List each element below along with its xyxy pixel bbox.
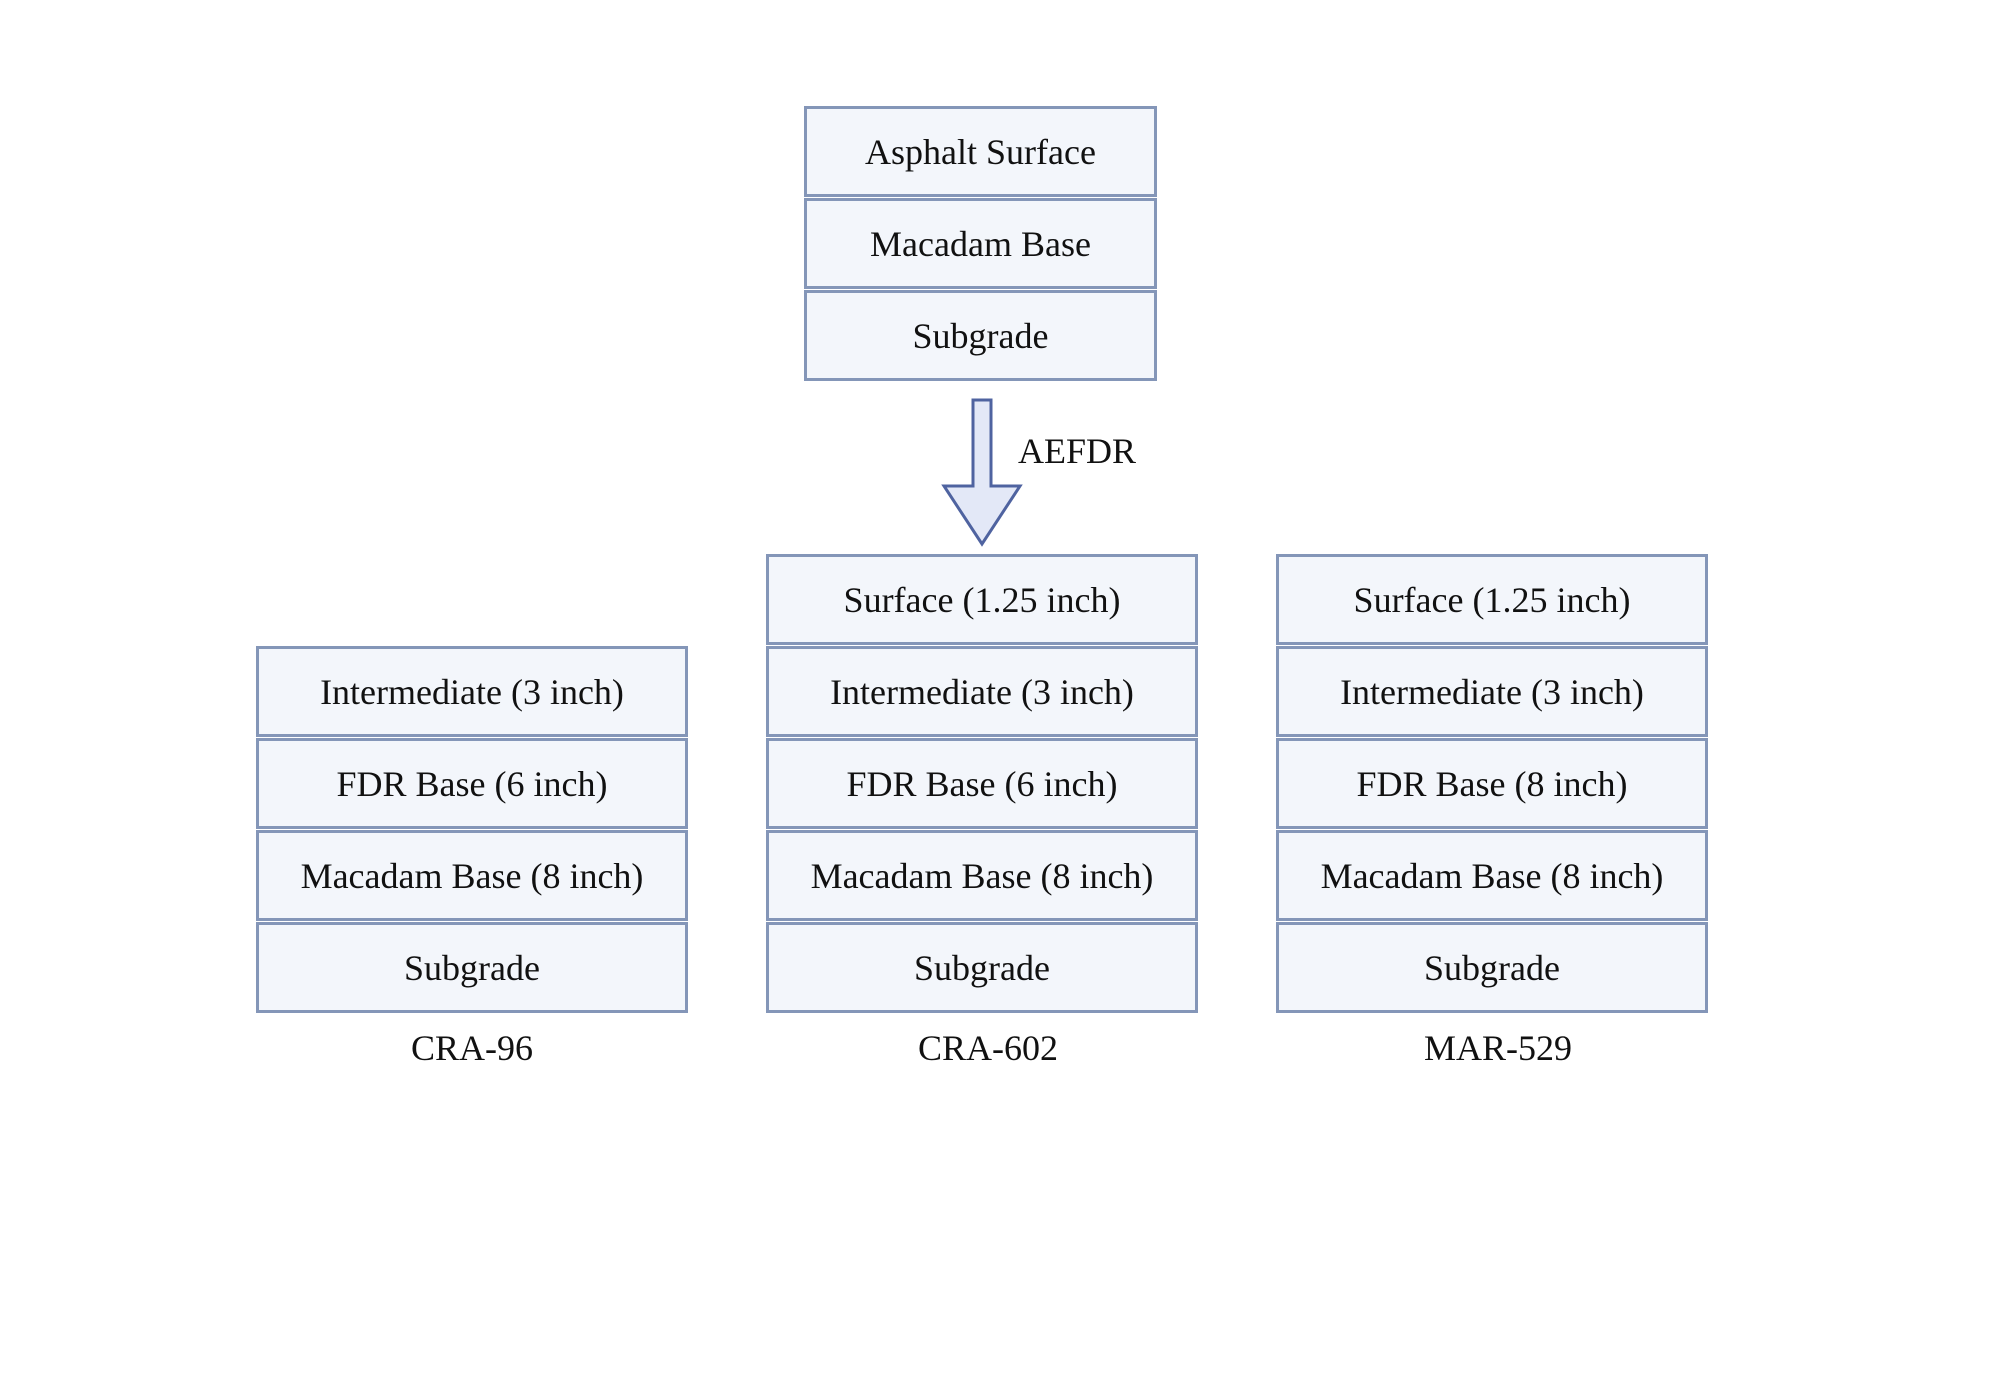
layer-asphalt-surface: Asphalt Surface [804, 106, 1157, 197]
arrow-shape [941, 398, 1023, 547]
section-stack-cra-602: Surface (1.25 inch) Intermediate (3 inch… [766, 554, 1198, 1014]
layer-subgrade: Subgrade [804, 290, 1157, 381]
layer-macadam-base: Macadam Base [804, 198, 1157, 289]
layer-surface: Surface (1.25 inch) [1276, 554, 1708, 645]
layer-fdr-base: FDR Base (8 inch) [1276, 738, 1708, 829]
section-stack-mar-529: Surface (1.25 inch) Intermediate (3 inch… [1276, 554, 1708, 1014]
layer-macadam-base: Macadam Base (8 inch) [766, 830, 1198, 921]
layer-fdr-base: FDR Base (6 inch) [766, 738, 1198, 829]
down-arrow-icon [941, 398, 1023, 547]
layer-intermediate: Intermediate (3 inch) [766, 646, 1198, 737]
layer-surface: Surface (1.25 inch) [766, 554, 1198, 645]
process-label: AEFDR [1018, 431, 1137, 471]
layer-macadam-base: Macadam Base (8 inch) [1276, 830, 1708, 921]
layer-subgrade: Subgrade [1276, 922, 1708, 1013]
layer-macadam-base: Macadam Base (8 inch) [256, 830, 688, 921]
layer-intermediate: Intermediate (3 inch) [1276, 646, 1708, 737]
layer-fdr-base: FDR Base (6 inch) [256, 738, 688, 829]
layer-subgrade: Subgrade [256, 922, 688, 1013]
layer-intermediate: Intermediate (3 inch) [256, 646, 688, 737]
section-label-cra-602: CRA-602 [917, 1028, 1058, 1068]
section-label-cra-96: CRA-96 [410, 1028, 533, 1068]
original-pavement-stack: Asphalt Surface Macadam Base Subgrade [804, 106, 1157, 382]
section-label-mar-529: MAR-529 [1423, 1028, 1572, 1068]
layer-subgrade: Subgrade [766, 922, 1198, 1013]
section-stack-cra-96: Intermediate (3 inch) FDR Base (6 inch) … [256, 646, 688, 1014]
